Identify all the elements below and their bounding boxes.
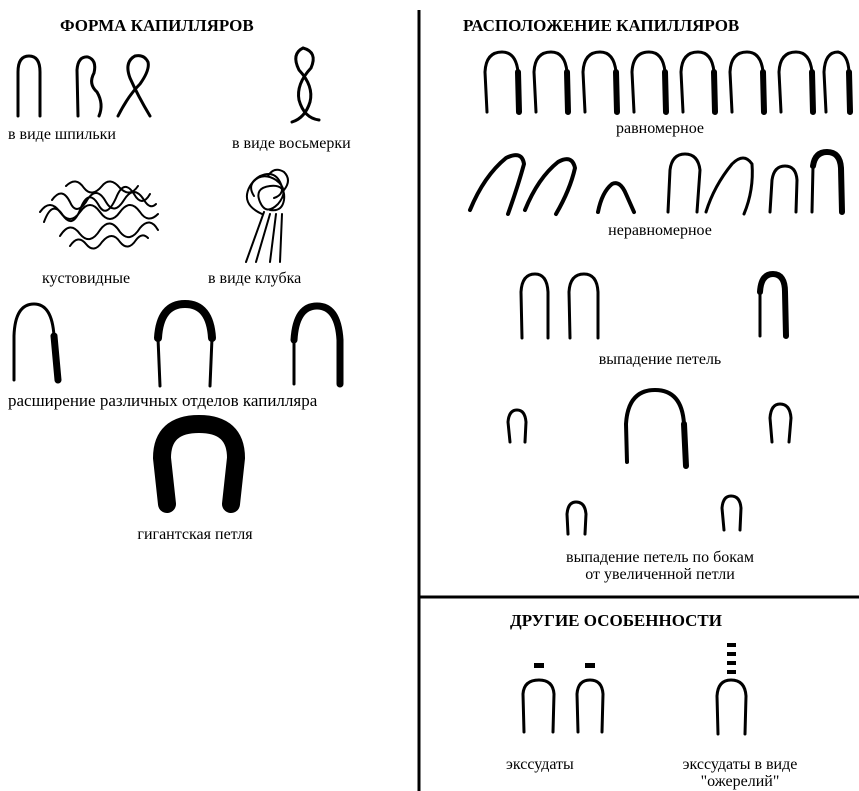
label-side-loss-line2: от увеличенной петли: [520, 566, 800, 584]
dilated-capillaries: [14, 304, 340, 386]
label-bushy: кустовидные: [42, 270, 130, 288]
label-necklace-line2: "ожерелий": [655, 773, 825, 791]
label-uniform: равномерное: [560, 120, 760, 138]
label-exudates: экссудаты: [506, 756, 574, 774]
bushy-capillaries: [40, 181, 158, 248]
uniform-capillary-row: [485, 52, 850, 112]
side-loss-capillaries: [508, 390, 791, 534]
label-nonuniform: неравномерное: [560, 222, 760, 240]
tangle-capillary: [246, 170, 288, 262]
label-necklace-line1: экссудаты в виде: [655, 756, 825, 774]
other-panel-title: ДРУГИЕ ОСОБЕННОСТИ: [510, 612, 722, 630]
nonuniform-capillary-row: [470, 152, 842, 214]
label-figure-eight: в виде восьмерки: [232, 135, 351, 153]
label-dilation: расширение различных отделов капилляра: [8, 392, 317, 410]
necklace-exudate-capillary: [717, 643, 746, 734]
label-side-loss-line1: выпадение петель по бокам: [520, 549, 800, 567]
figure-eight-capillary: [292, 48, 319, 122]
label-giant-loop: гигантская петля: [90, 526, 300, 544]
loop-loss-capillaries: [521, 274, 786, 338]
exudate-capillaries: [523, 663, 603, 732]
label-hairpin: в виде шпильки: [8, 126, 116, 144]
right-panel-title: РАСПОЛОЖЕНИЕ КАПИЛЛЯРОВ: [463, 17, 739, 35]
label-loop-loss: выпадение петель: [560, 351, 760, 369]
label-tangle: в виде клубка: [208, 270, 301, 288]
giant-capillary-loop: [162, 424, 236, 504]
left-panel-title: ФОРМА КАПИЛЛЯРОВ: [60, 17, 254, 35]
hairpin-capillaries: [18, 56, 150, 116]
